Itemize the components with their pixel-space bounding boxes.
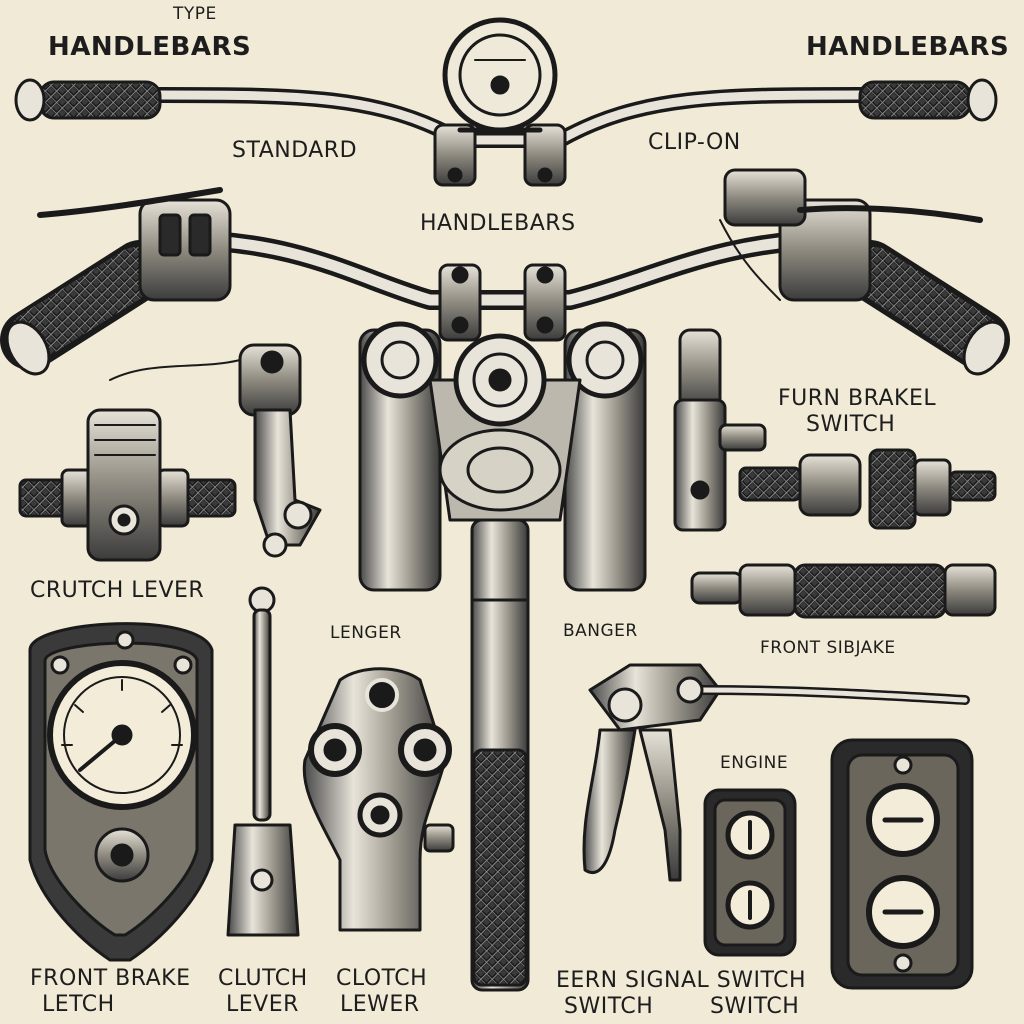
label-front-brake: FRONT BRAKE bbox=[30, 966, 191, 991]
label-switch-right: SWITCH bbox=[806, 412, 896, 437]
label-standard: STANDARD bbox=[232, 138, 358, 163]
brake-lever bbox=[582, 663, 970, 882]
signal-switch-panel bbox=[830, 738, 974, 990]
label-handlebars-center: HANDLEBARS bbox=[420, 211, 576, 236]
main-handlebar bbox=[0, 168, 1010, 381]
bar-end-assembly bbox=[738, 448, 997, 530]
center-clamp-and-stem bbox=[358, 263, 647, 992]
label-eern-signal-switch: EERN SIGNAL SWITCH bbox=[556, 968, 807, 993]
label-lewer: LEWER bbox=[340, 992, 420, 1017]
label-handlebars-right: HANDLEBARS bbox=[806, 32, 1010, 62]
label-switch-bottom-left: SWITCH bbox=[564, 994, 654, 1019]
label-engine: ENGINE bbox=[720, 753, 789, 773]
switch-bracket-right bbox=[673, 328, 767, 532]
label-crutch-lever: CRUTCH LEVER bbox=[30, 578, 205, 603]
label-clotch: CLOTCH bbox=[336, 966, 428, 991]
label-lenger: LENGER bbox=[330, 623, 402, 643]
label-type: TYPE bbox=[173, 4, 217, 24]
label-letch: LETCH bbox=[42, 992, 115, 1017]
grip-section bbox=[690, 563, 997, 619]
label-handlebars-left: HANDLEBARS bbox=[48, 32, 252, 62]
label-lever-1: LEVER bbox=[226, 992, 299, 1017]
label-clip-on: CLIP-ON bbox=[648, 130, 741, 155]
label-furn-brakel: FURN BRAKEL bbox=[778, 386, 937, 411]
label-banger: BANGER bbox=[563, 621, 638, 641]
switch-housing-left bbox=[18, 408, 237, 562]
label-front-sibjake: FRONT SIBJAKE bbox=[760, 638, 896, 658]
shift-rod bbox=[226, 586, 300, 937]
label-switch-bottom-right: SWITCH bbox=[710, 994, 800, 1019]
lever-bracket bbox=[238, 343, 322, 558]
engine-switch-panel bbox=[703, 788, 797, 957]
triple-clamp-piece bbox=[302, 667, 455, 932]
label-clutch: CLUTCH bbox=[218, 966, 308, 991]
upper-handlebar bbox=[14, 17, 998, 187]
speedometer-gauge bbox=[28, 622, 214, 962]
